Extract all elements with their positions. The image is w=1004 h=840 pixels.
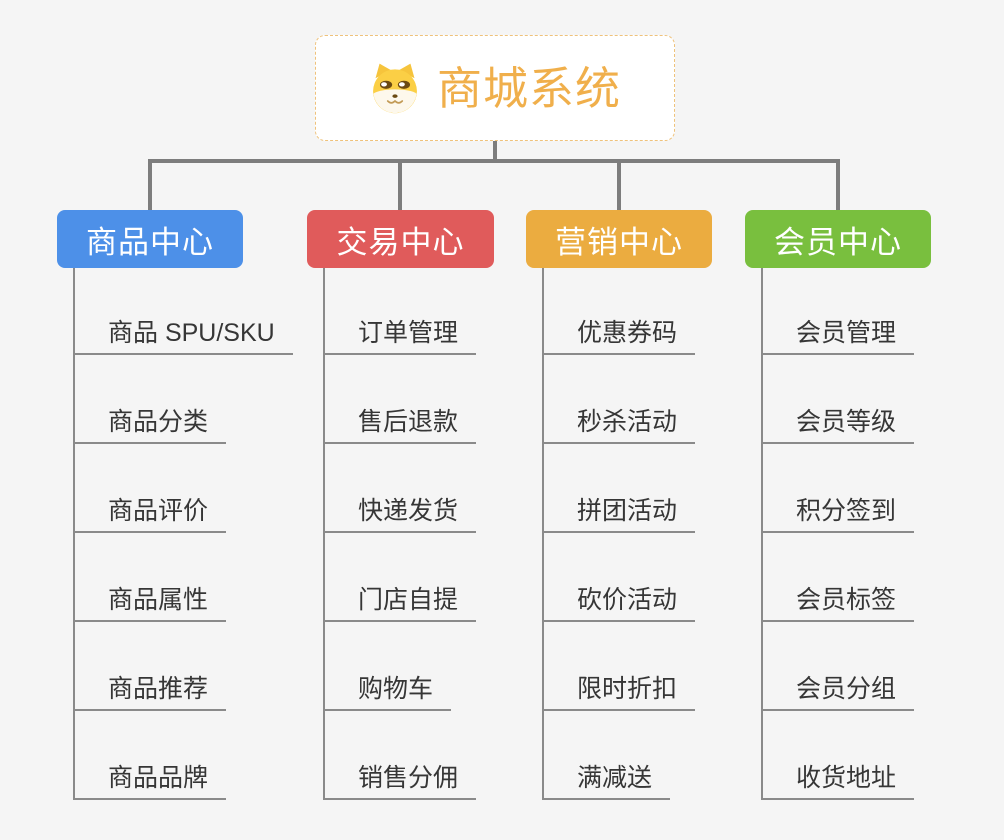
child-node[interactable]: 销售分佣 xyxy=(323,758,477,800)
child-node[interactable]: 秒杀活动 xyxy=(542,402,696,444)
child-node[interactable]: 门店自提 xyxy=(323,580,477,622)
connector-lines xyxy=(148,141,840,210)
child-node[interactable]: 优惠券码 xyxy=(542,313,696,355)
child-node[interactable]: 会员标签 xyxy=(761,580,915,622)
child-node[interactable]: 商品分类 xyxy=(73,402,227,444)
child-node[interactable]: 会员等级 xyxy=(761,402,915,444)
branch-column-line xyxy=(761,268,763,800)
shiba-dog-icon xyxy=(373,63,417,114)
branch-column-line xyxy=(542,268,544,800)
root-title: 商城系统 xyxy=(436,62,621,114)
child-node[interactable]: 商品 SPU/SKU xyxy=(73,313,293,355)
branch-column-line xyxy=(73,268,75,800)
child-node[interactable]: 限时折扣 xyxy=(542,669,696,711)
child-node[interactable]: 砍价活动 xyxy=(542,580,696,622)
root-node[interactable]: 商城系统 xyxy=(315,35,675,141)
child-node[interactable]: 会员管理 xyxy=(761,313,915,355)
child-node[interactable]: 满减送 xyxy=(542,758,671,800)
child-node[interactable]: 拼团活动 xyxy=(542,491,696,533)
child-node[interactable]: 订单管理 xyxy=(323,313,477,355)
branch-column-line xyxy=(323,268,325,800)
child-node[interactable]: 积分签到 xyxy=(761,491,915,533)
branch-header-1[interactable]: 商品中心 xyxy=(57,210,243,268)
child-node[interactable]: 商品评价 xyxy=(73,491,227,533)
child-node[interactable]: 会员分组 xyxy=(761,669,915,711)
branch-header-3[interactable]: 营销中心 xyxy=(526,210,712,268)
branch-header-2[interactable]: 交易中心 xyxy=(307,210,494,268)
child-node[interactable]: 售后退款 xyxy=(323,402,477,444)
child-node[interactable]: 商品属性 xyxy=(73,580,227,622)
child-node[interactable]: 收货地址 xyxy=(761,758,915,800)
child-node[interactable]: 快递发货 xyxy=(323,491,477,533)
child-node[interactable]: 商品品牌 xyxy=(73,758,227,800)
child-node[interactable]: 商品推荐 xyxy=(73,669,227,711)
branch-header-4[interactable]: 会员中心 xyxy=(745,210,931,268)
child-node[interactable]: 购物车 xyxy=(323,669,452,711)
